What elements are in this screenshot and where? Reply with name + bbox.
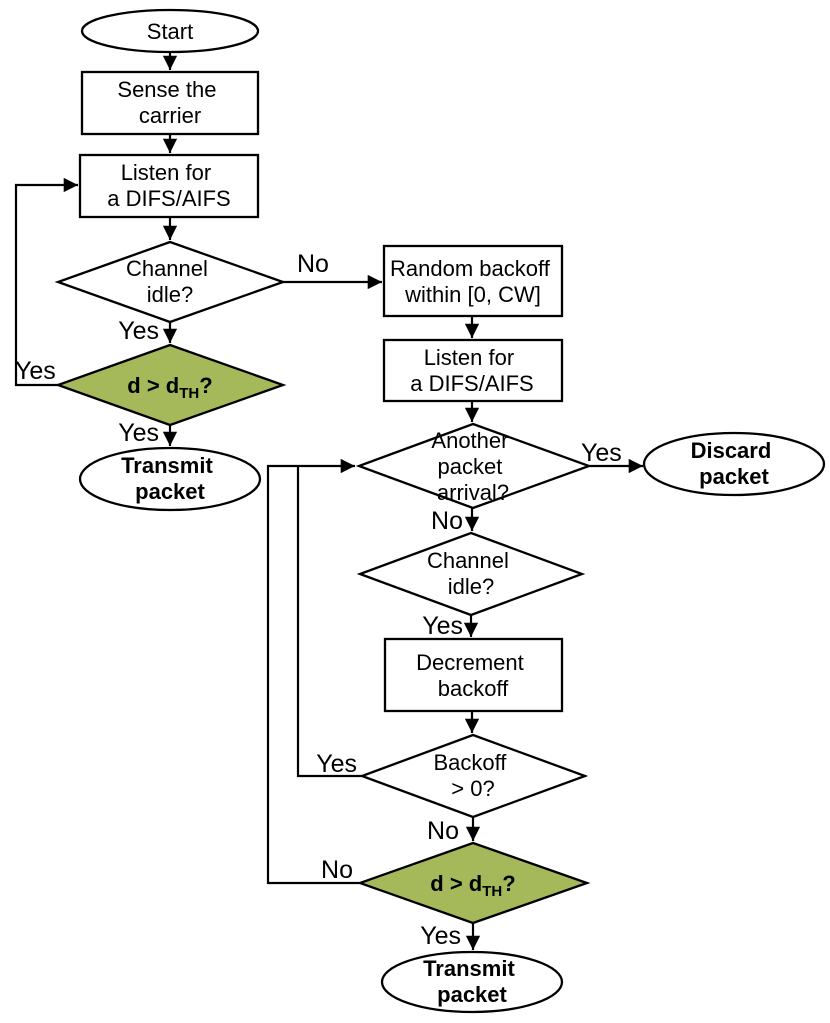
another-packet-arrival-shape — [355, 422, 593, 510]
label-threshold1-yes-down: Yes — [118, 419, 159, 447]
another-packet-arrival-label: Another packet arrival? — [431, 428, 514, 505]
start-terminator-shape — [80, 8, 260, 54]
node-distance-threshold-2: d > dTH? — [356, 841, 591, 925]
label-channel1-yes: Yes — [118, 317, 159, 345]
decrement-backoff-label: Decrement backoff — [416, 650, 530, 701]
sense-carrier-label: Sense the carrier — [117, 77, 222, 128]
start-label: Start — [147, 19, 193, 44]
label-arrival-no: No — [431, 507, 463, 535]
node-channel-idle-1: Channel idle? — [54, 240, 287, 324]
channel-idle-2-shape — [356, 531, 586, 617]
node-listen-difs-1: Listen for a DIFS/AIFS — [78, 153, 260, 219]
label-backoff-no: No — [427, 817, 459, 845]
random-backoff-shape — [382, 244, 564, 318]
node-discard-packet: Discard packet — [642, 431, 826, 497]
node-transmit-packet-1: Transmit packet — [78, 446, 262, 512]
channel-idle-2-label: Channel idle? — [427, 548, 515, 599]
edge-labels: No Yes Yes Yes Yes No Yes Yes No No Yes — [15, 250, 622, 950]
node-decrement-backoff: Decrement backoff — [383, 637, 564, 713]
discard-packet-label: Discard packet — [691, 438, 778, 489]
label-threshold2-yes: Yes — [420, 922, 461, 950]
sense-carrier-shape — [80, 70, 260, 136]
transmit-packet-2-label: Transmit packet — [423, 956, 521, 1007]
transmit-packet-1-shape — [78, 446, 262, 512]
distance-threshold-1-label: d > dTH? — [127, 373, 212, 402]
transmit-packet-2-shape — [380, 950, 564, 1014]
label-channel1-no: No — [297, 250, 329, 278]
listen-difs-1-label: Listen for a DIFS/AIFS — [107, 160, 230, 211]
node-another-packet-arrival: Another packet arrival? — [355, 422, 593, 510]
label-threshold2-no-loop: No — [321, 856, 353, 884]
transmit-packet-1-label: Transmit packet — [121, 453, 219, 504]
listen-difs-1-shape — [78, 153, 260, 219]
node-random-backoff: Random backoff within [0, CW] — [382, 244, 564, 318]
label-arrival-yes: Yes — [581, 439, 622, 467]
node-listen-difs-2: Listen for a DIFS/AIFS — [382, 338, 564, 403]
distance-threshold-2-shape — [356, 841, 591, 925]
channel-idle-1-label: Channel idle? — [126, 256, 214, 307]
node-backoff-gt-zero: Backoff > 0? — [358, 733, 589, 819]
label-channel2-yes: Yes — [422, 612, 463, 640]
edge-backoffgt0-yes-loop — [296, 467, 362, 778]
edge-threshold1-yes-loop-to-listen1 — [14, 177, 78, 387]
label-threshold1-yes-loop: Yes — [15, 357, 56, 385]
backoff-gt-zero-label: Backoff > 0? — [433, 750, 512, 801]
backoff-gt-zero-shape — [358, 733, 589, 819]
random-backoff-label: Random backoff within [0, CW] — [390, 256, 556, 307]
discard-packet-shape — [642, 431, 826, 497]
listen-difs-2-label: Listen for a DIFS/AIFS — [410, 345, 533, 396]
node-distance-threshold-1: d > dTH? — [54, 343, 287, 427]
decrement-backoff-shape — [383, 637, 564, 713]
node-channel-idle-2: Channel idle? — [356, 531, 586, 617]
distance-threshold-1-shape — [54, 343, 287, 427]
label-backoff-yes-loop: Yes — [316, 750, 357, 778]
node-start: Start — [80, 8, 260, 54]
edges — [14, 52, 643, 950]
listen-difs-2-shape — [382, 338, 564, 403]
distance-threshold-2-label: d > dTH? — [430, 871, 515, 900]
channel-idle-1-shape — [54, 240, 287, 324]
edge-threshold2-no-loop-to-arrival — [266, 458, 360, 885]
node-transmit-packet-2: Transmit packet — [380, 950, 564, 1014]
node-sense-carrier: Sense the carrier — [80, 70, 260, 136]
